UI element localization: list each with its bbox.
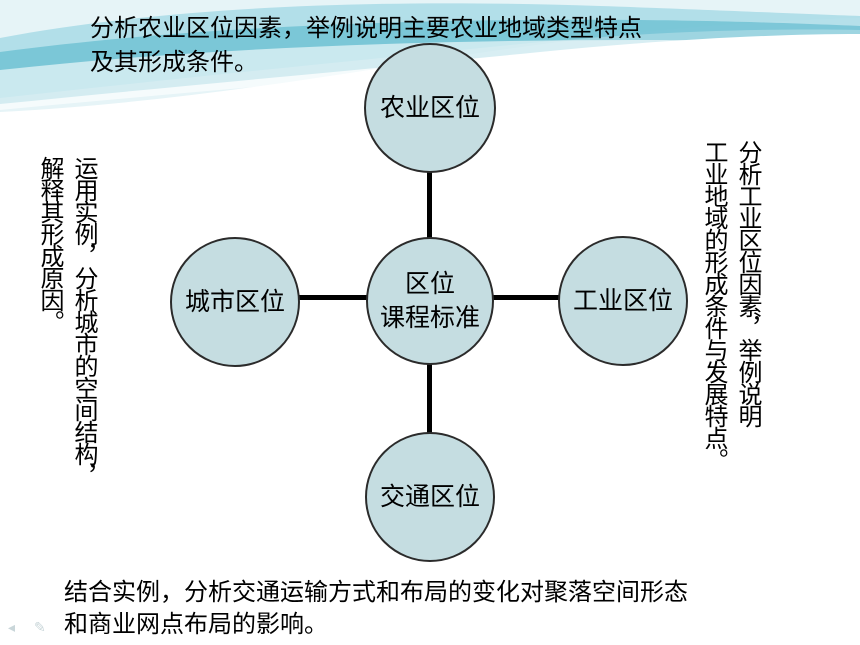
center-node-line2: 课程标准 [379,303,480,332]
note-bottom-line1: 结合实例，分析交通运输方式和布局的变化对聚落空间形态 [64,578,688,606]
node-industry: 工业区位 [558,236,688,366]
pen-icon[interactable]: ✎ [34,620,46,636]
node-agriculture-label: 农业区位 [379,93,480,122]
note-right-col2: 工业地域的形成条件与发展特点。 [700,140,728,470]
note-top-line2: 及其形成条件。 [90,48,258,76]
note-bottom-line2: 和商业网点布局的影响。 [64,610,328,638]
back-arrow-icon[interactable]: ◂ [8,620,16,636]
node-transport: 交通区位 [365,432,495,562]
node-transport-label: 交通区位 [379,482,480,511]
node-agriculture: 农业区位 [364,43,496,173]
note-top-line1: 分析农业区位因素，举例说明主要农业地域类型特点 [90,14,642,42]
note-left-col1: 运用实例，分析城市的空间结构， [70,156,98,486]
node-city-label: 城市区位 [184,287,285,316]
note-left-col2: 解释其形成原因。 [36,156,64,332]
center-node-line1: 区位 [404,269,455,298]
decorative-wave-banner [0,0,860,112]
node-city: 城市区位 [170,237,300,367]
note-right-col1: 分析工业区位因素，举例说明 [734,140,762,426]
node-industry-label: 工业区位 [572,286,673,315]
center-node: 区位 课程标准 [366,237,494,365]
